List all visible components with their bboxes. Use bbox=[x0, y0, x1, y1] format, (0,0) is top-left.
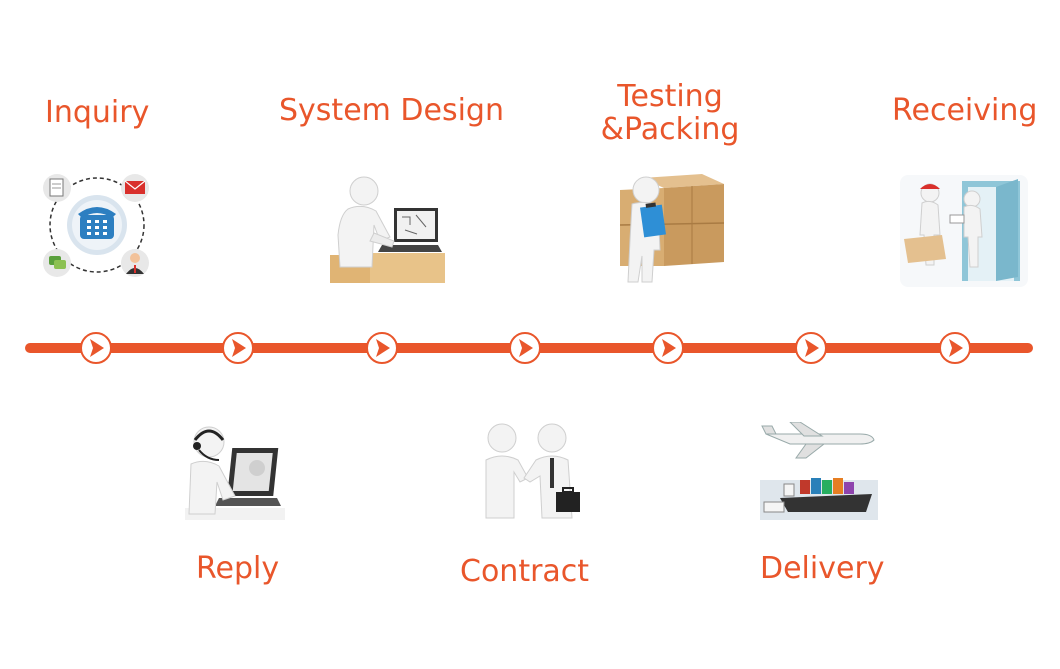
handshake-icon bbox=[472, 420, 587, 522]
timeline-marker-4 bbox=[509, 332, 541, 364]
step-label-testing-line2: &Packing bbox=[600, 112, 740, 147]
step-label-testing-packing: Testing &Packing bbox=[600, 80, 740, 146]
delivery-at-door-icon bbox=[900, 175, 1028, 287]
figure-with-boxes-clipboard-icon bbox=[612, 170, 727, 290]
step-label-reply: Reply bbox=[196, 551, 280, 586]
figure-at-laptop-icon bbox=[330, 175, 445, 283]
headset-operator-laptop-icon bbox=[185, 422, 285, 522]
step-label-system-design: System Design bbox=[279, 93, 504, 128]
step-label-receiving: Receiving bbox=[892, 93, 1038, 128]
timeline-marker-1 bbox=[80, 332, 112, 364]
step-label-inquiry: Inquiry bbox=[45, 95, 150, 130]
timeline-marker-3 bbox=[366, 332, 398, 364]
step-label-testing-line1: Testing bbox=[617, 79, 723, 114]
timeline-marker-2 bbox=[222, 332, 254, 364]
phone-inquiry-icon bbox=[40, 170, 155, 280]
timeline-marker-7 bbox=[939, 332, 971, 364]
step-label-contract: Contract bbox=[460, 554, 590, 589]
plane-and-cargo-ship-icon bbox=[760, 422, 878, 520]
step-label-delivery: Delivery bbox=[760, 551, 885, 586]
timeline-marker-5 bbox=[652, 332, 684, 364]
timeline-marker-6 bbox=[795, 332, 827, 364]
